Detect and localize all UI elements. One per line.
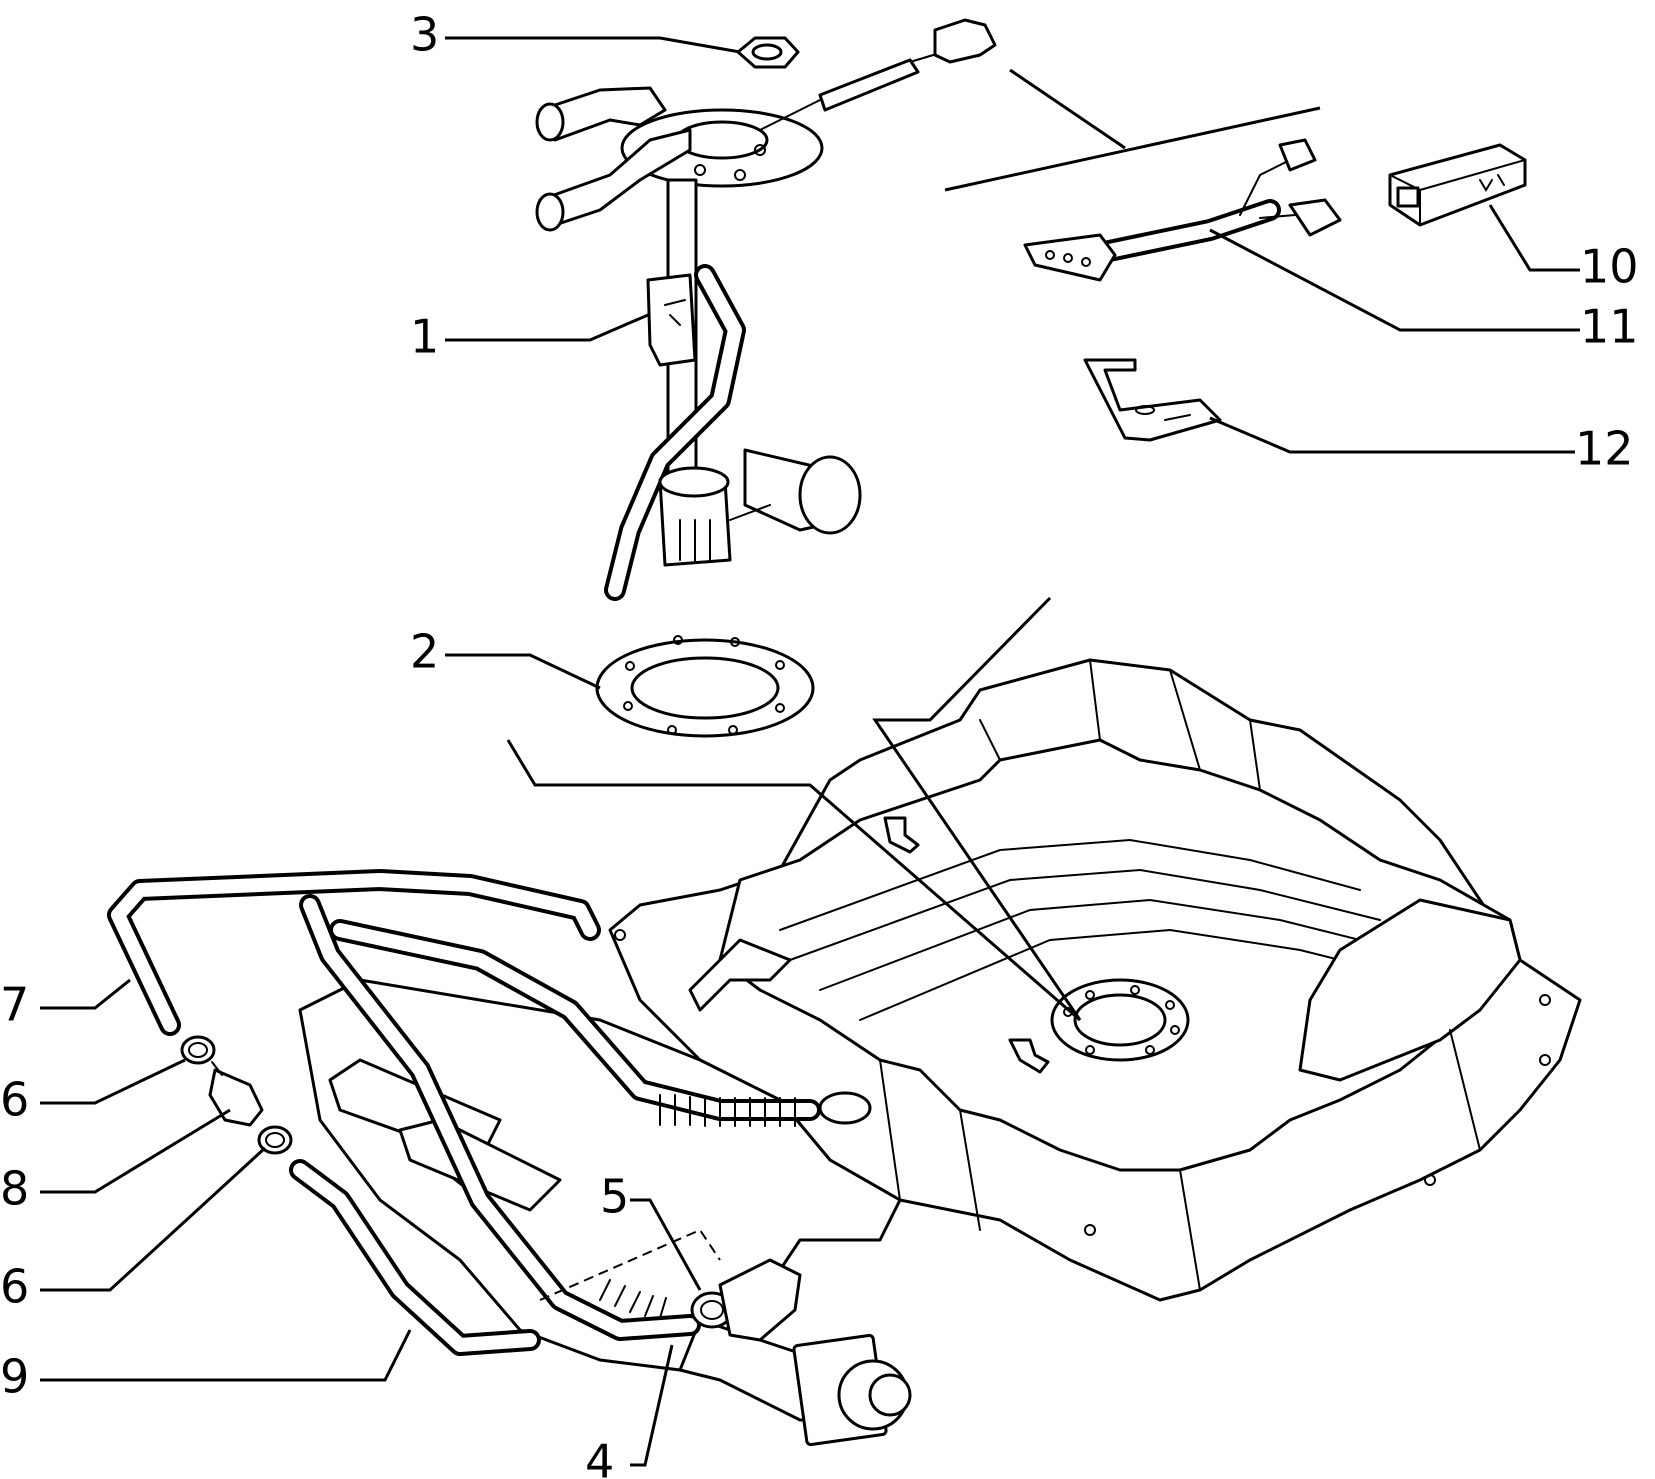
leader-10 [1488, 204, 1580, 272]
leader-4 [630, 1344, 674, 1467]
bracket-12 [1083, 358, 1222, 442]
clamp-6a [180, 1035, 216, 1065]
leader-6a [40, 1058, 186, 1105]
callout-label-3: 3 [410, 8, 439, 62]
gasket-ring-2 [595, 635, 815, 738]
leader-6b [40, 1146, 267, 1292]
leader-2 [445, 653, 601, 690]
callout-label-5: 5 [600, 1170, 629, 1224]
callout-label-10: 10 [1580, 240, 1639, 294]
callout-label-11: 11 [1580, 300, 1639, 354]
leader-11 [1209, 228, 1580, 332]
leader-7 [40, 978, 131, 1010]
leader-8 [40, 1108, 231, 1194]
leader-1 [445, 313, 649, 342]
clamp-6b [257, 1125, 293, 1155]
filler-elbow [718, 1258, 802, 1342]
callout-label-6a: 6 [0, 1073, 29, 1127]
callout-label-6b: 6 [0, 1260, 29, 1314]
leader-5 [630, 1198, 702, 1291]
hose-main-loop [299, 894, 872, 1341]
relay-module-10 [1388, 143, 1527, 227]
hose-7 [107, 869, 601, 1036]
nut-3 [736, 36, 800, 69]
fuel-filter-8 [208, 1061, 264, 1127]
callout-label-12: 12 [1575, 422, 1634, 476]
callout-label-9: 9 [0, 1350, 29, 1404]
leader-3 [445, 36, 741, 54]
callout-label-7: 7 [0, 978, 29, 1032]
fuel-sender-unit-1 [535, 18, 997, 601]
fuel-tank [298, 596, 1582, 1447]
callout-label-8: 8 [0, 1162, 29, 1216]
leader-12 [1209, 416, 1575, 454]
leader-9 [40, 1329, 412, 1382]
callout-label-1: 1 [410, 310, 439, 364]
callout-label-2: 2 [410, 625, 439, 679]
hose-9 [289, 1159, 541, 1356]
callout-label-4: 4 [585, 1435, 614, 1479]
